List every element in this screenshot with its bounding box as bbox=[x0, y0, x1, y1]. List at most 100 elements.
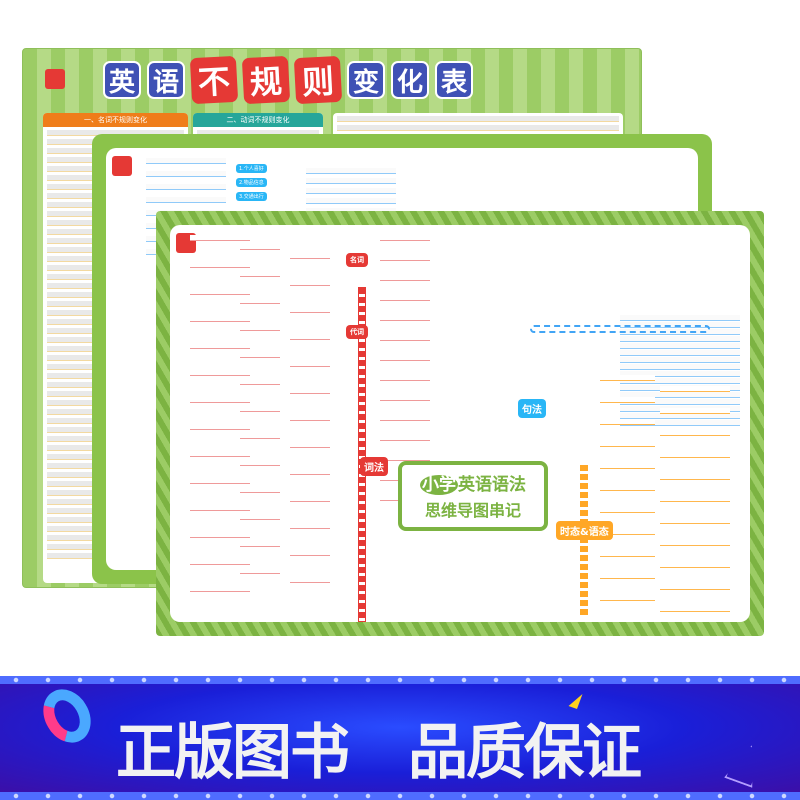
mindmap-node bbox=[240, 271, 280, 277]
table-row bbox=[337, 116, 619, 122]
mindmap-node bbox=[380, 455, 430, 461]
mindmap-node bbox=[190, 505, 250, 511]
mindmap-node bbox=[660, 430, 730, 436]
mindmap-node bbox=[190, 262, 250, 268]
section-header: 二、动词不规则变化 bbox=[193, 113, 323, 127]
mindmap-node bbox=[146, 184, 226, 190]
mindmap-node bbox=[600, 375, 655, 381]
promo-banner: 正版图书 品质保证 bbox=[0, 676, 800, 800]
mindmap-node bbox=[290, 442, 330, 448]
tense-label: 时态&语态 bbox=[556, 521, 613, 540]
section-header: 一、名词不规则变化 bbox=[43, 113, 188, 127]
light-dots bbox=[0, 677, 800, 683]
mindmap-node bbox=[306, 188, 396, 194]
branch-node: 3.交通出行 bbox=[236, 192, 267, 201]
mindmap-node bbox=[600, 485, 655, 491]
mindmap-node bbox=[380, 355, 430, 361]
mindmap-node bbox=[240, 406, 280, 412]
title-line2: 思维导图串记 bbox=[424, 501, 521, 520]
poster-title: 英 语 不 规 则 变 化 表 bbox=[103, 55, 473, 105]
title-char: 表 bbox=[435, 61, 473, 99]
mindmap-node bbox=[240, 433, 280, 439]
lexis-label: 词法 bbox=[360, 457, 388, 476]
mindmap-node bbox=[306, 178, 396, 184]
mindmap-node bbox=[380, 295, 430, 301]
mindmap-node bbox=[290, 388, 330, 394]
title-char: 不 bbox=[189, 55, 239, 105]
mindmap-node bbox=[660, 584, 730, 590]
mindmap-node bbox=[190, 424, 250, 430]
branch-node: 1.个人喜好 bbox=[236, 164, 267, 173]
mindmap-node bbox=[146, 197, 226, 203]
mindmap-node bbox=[660, 606, 730, 612]
mindmap-node bbox=[190, 235, 250, 241]
mindmap-node bbox=[190, 343, 250, 349]
mindmap-node bbox=[190, 451, 250, 457]
title-char: 则 bbox=[293, 55, 343, 105]
mindmap-node bbox=[660, 562, 730, 568]
branch-node: 2.物品信息 bbox=[236, 178, 267, 187]
light-dots bbox=[0, 793, 800, 799]
title-char: 变 bbox=[347, 61, 385, 99]
mindmap-node bbox=[660, 452, 730, 458]
mindmap-node bbox=[380, 435, 430, 441]
title-char: 语 bbox=[147, 61, 185, 99]
mindmap-node bbox=[190, 370, 250, 376]
pronoun-node: 代词 bbox=[346, 325, 368, 339]
lexis-trunk bbox=[358, 287, 366, 622]
mindmap-node bbox=[660, 386, 730, 392]
mindmap-node bbox=[290, 469, 330, 475]
mindmap-node bbox=[240, 460, 280, 466]
syntax-label: 句法 bbox=[518, 399, 546, 418]
mindmap-node bbox=[600, 529, 655, 535]
mindmap-node bbox=[146, 158, 226, 164]
mindmap-node bbox=[240, 568, 280, 574]
noun-node: 名词 bbox=[346, 253, 368, 267]
mindmap-node bbox=[240, 379, 280, 385]
mindmap-node bbox=[240, 325, 280, 331]
mindmap-node bbox=[146, 171, 226, 177]
mindmap-node bbox=[240, 541, 280, 547]
table-row bbox=[337, 125, 619, 131]
mindmap-node bbox=[240, 487, 280, 493]
title-badge: 小学 bbox=[420, 475, 458, 495]
mindmap-node bbox=[620, 420, 740, 426]
ring-decoration-icon bbox=[33, 680, 101, 752]
mindmap-node bbox=[380, 275, 430, 281]
poster-title: 小学英语语法 思维导图串记 bbox=[398, 461, 548, 531]
mindmap-node bbox=[600, 441, 655, 447]
mindmap-node bbox=[660, 496, 730, 502]
title-line1: 英语语法 bbox=[458, 475, 526, 495]
mindmap-node bbox=[620, 315, 740, 321]
mindmap-node bbox=[380, 335, 430, 341]
grammar-mindmap-poster: 名词 代词 词法 句法 小学英语语法 思维导图串记 时态&语态 bbox=[156, 211, 764, 636]
mindmap-node bbox=[600, 551, 655, 557]
mindmap-node bbox=[600, 595, 655, 601]
mindmap-node bbox=[240, 244, 280, 250]
mindmap-node bbox=[380, 415, 430, 421]
banner-text-quality-guarantee: 品质保证 bbox=[408, 718, 642, 788]
mindmap-node bbox=[190, 586, 250, 592]
tense-trunk bbox=[580, 465, 588, 615]
mindmap-node bbox=[240, 352, 280, 358]
mindmap-node bbox=[380, 255, 430, 261]
mindmap-node bbox=[600, 507, 655, 513]
title-char: 规 bbox=[241, 55, 291, 105]
mindmap-node bbox=[306, 198, 396, 204]
mindmap-node bbox=[190, 316, 250, 322]
title-char: 英 bbox=[103, 61, 141, 99]
mindmap-node bbox=[190, 478, 250, 484]
mindmap-node bbox=[290, 523, 330, 529]
mindmap-node bbox=[290, 577, 330, 583]
title-char: 化 bbox=[391, 61, 429, 99]
mindmap-node bbox=[380, 395, 430, 401]
mindmap-node bbox=[620, 343, 740, 349]
mindmap-node bbox=[620, 350, 740, 356]
mindmap-node bbox=[190, 532, 250, 538]
mindmap-node bbox=[620, 364, 740, 370]
mindmap-node bbox=[290, 280, 330, 286]
mindmap-node bbox=[620, 378, 740, 384]
mindmap-node bbox=[190, 559, 250, 565]
mindmap-node bbox=[290, 334, 330, 340]
mindmap-node bbox=[380, 375, 430, 381]
